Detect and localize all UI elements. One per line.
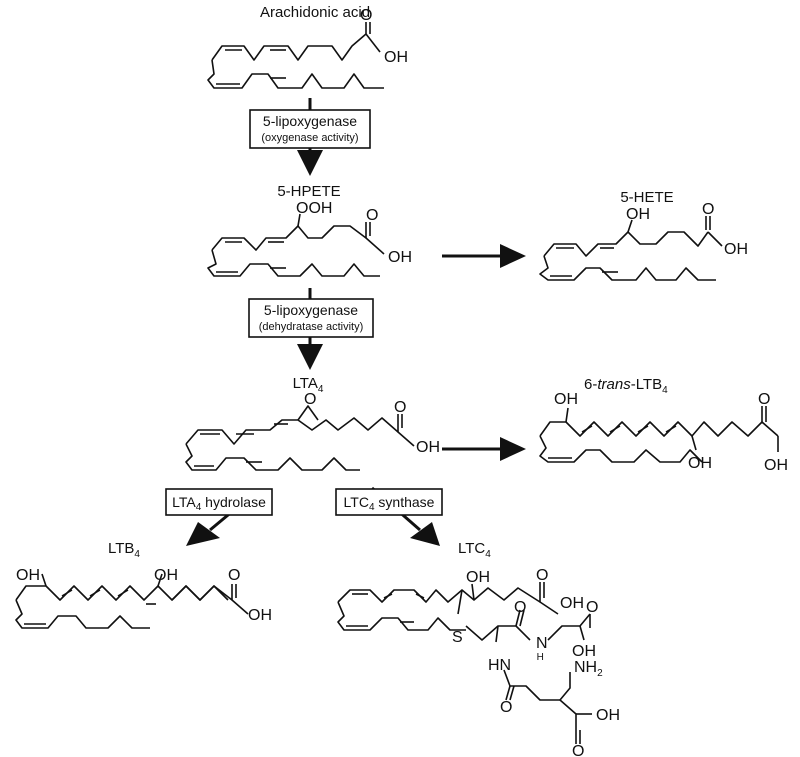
atom-o: O	[500, 699, 512, 716]
enzyme-box-lta4-hydrolase: LTA4 hydrolase	[165, 488, 273, 516]
structure-arachidonic-acid: O OH	[207, 7, 408, 89]
atom-oh: OH	[248, 607, 272, 624]
atom-oh: OH	[554, 391, 578, 408]
atom-hn: HN	[488, 657, 511, 674]
structure-6-trans-ltb4: OH OH O OH	[539, 391, 788, 474]
atom-o: O	[572, 743, 584, 757]
label-ltb4: LTB4	[108, 540, 140, 560]
atom-oh: OH	[596, 707, 620, 724]
atom-oh: OH	[560, 595, 584, 612]
atom-oh: OH	[572, 643, 596, 660]
enzyme-box-dehydratase: 5-lipoxygenase (dehydratase activity)	[248, 298, 374, 338]
label-5-hete: 5-HETE	[620, 189, 673, 206]
atom-nh2: NH2	[574, 659, 603, 679]
label-6-trans-ltb4: 6-trans-LTB4	[584, 376, 668, 396]
label-5-hpete: 5-HPETE	[277, 183, 340, 200]
arrow-hpete-to-hete	[442, 244, 526, 268]
enzyme-box-oxygenase: 5-lipoxygenase (oxygenase activity)	[249, 109, 371, 149]
atom-o: O	[514, 599, 526, 616]
atom-oh: OH	[416, 439, 440, 456]
atom-o: O	[702, 201, 714, 218]
atom-oh: OH	[388, 249, 412, 266]
enzyme-name: 5-lipoxygenase	[264, 302, 358, 318]
enzyme-box-ltc4-synthase: LTC4 synthase	[335, 488, 443, 516]
atom-o: O	[586, 599, 598, 616]
enzyme-name: 5-lipoxygenase	[263, 113, 357, 129]
structure-ltb4: OH OH O OH	[15, 567, 272, 629]
atom-ooh: OOH	[296, 200, 332, 217]
atom-s: S	[452, 629, 463, 646]
atom-oh: OH	[764, 457, 788, 474]
atom-o: O	[304, 391, 316, 408]
arrow-lta4-to-trans-ltb4	[442, 437, 526, 461]
atom-o: O	[758, 391, 770, 408]
enzyme-activity: (oxygenase activity)	[261, 132, 358, 144]
enzyme-name: LTA4 hydrolase	[172, 494, 266, 513]
label-lta4: LTA4	[293, 375, 324, 395]
label-ltc4: LTC4	[458, 540, 491, 560]
atom-oh: OH	[724, 241, 748, 258]
structure-5-hete: OH O OH	[539, 201, 748, 281]
atom-o: O	[394, 399, 406, 416]
atom-oh: OH	[16, 567, 40, 584]
atom-oh: OH	[626, 206, 650, 223]
atom-o: O	[360, 7, 372, 24]
structure-5-hpete: OOH O OH	[207, 200, 412, 277]
enzyme-name: LTC4 synthase	[344, 494, 435, 513]
atom-o: O	[536, 567, 548, 584]
atom-o: O	[228, 567, 240, 584]
label-arachidonic-acid: Arachidonic acid	[260, 4, 370, 21]
atom-oh: OH	[466, 569, 490, 586]
enzyme-activity: (dehydratase activity)	[259, 321, 364, 333]
atom-oh: OH	[688, 455, 712, 472]
atom-o: O	[366, 207, 378, 224]
structure-lta4: O O OH	[185, 391, 440, 471]
atom-oh: OH	[154, 567, 178, 584]
atom-oh: OH	[384, 49, 408, 66]
